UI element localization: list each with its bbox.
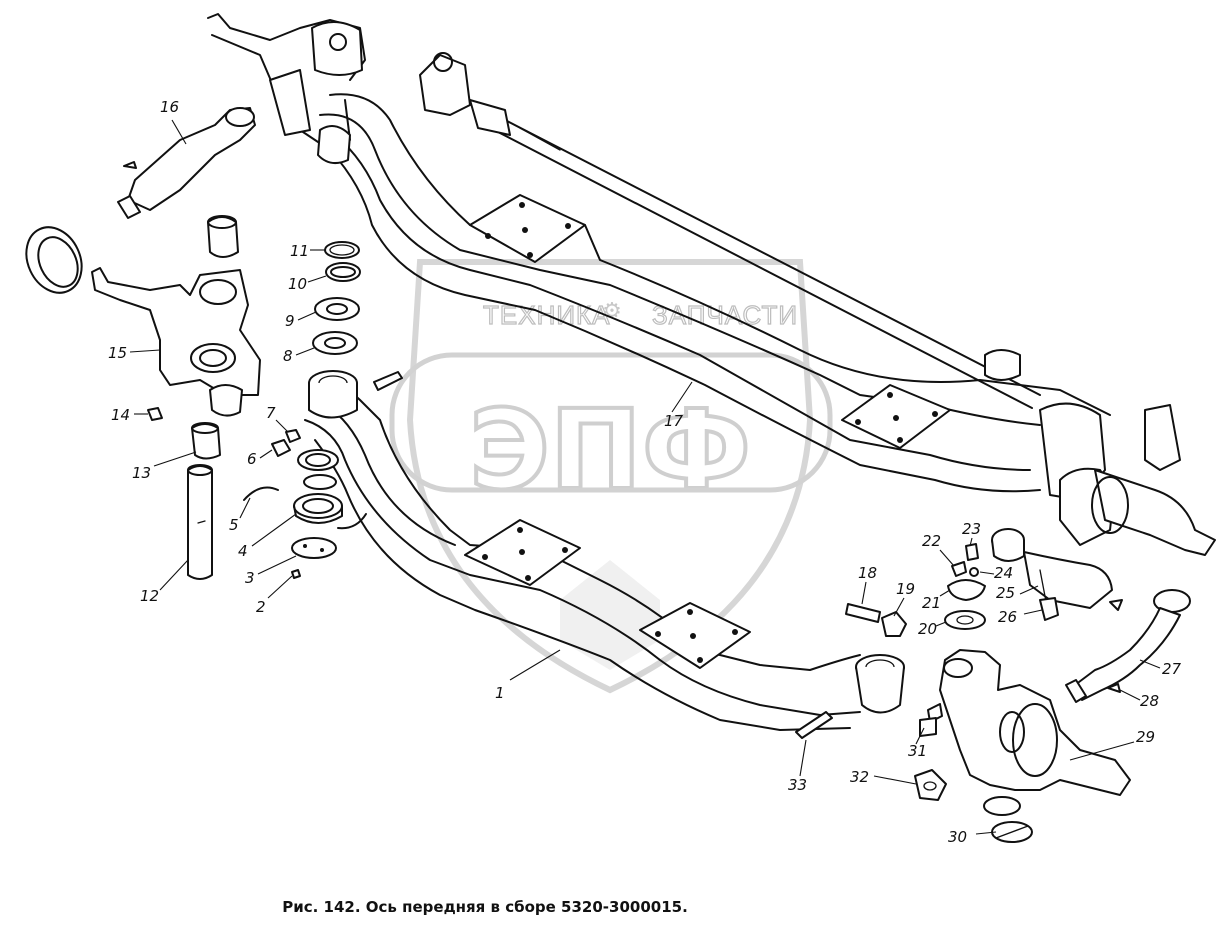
callout-5: 5 (229, 516, 239, 534)
callout-33: 33 (788, 776, 807, 794)
callout-31: 31 (908, 742, 927, 760)
callout-17: 17 (664, 412, 684, 430)
callout-11: 11 (290, 242, 309, 260)
callout-1: 1 (495, 684, 505, 702)
callout-23: 23 (962, 520, 981, 538)
callout-24: 24 (994, 564, 1013, 582)
callout-32: 32 (850, 768, 869, 786)
callout-8: 8 (283, 347, 293, 365)
callout-30: 30 (948, 828, 967, 846)
callout-25: 25 (996, 584, 1015, 602)
callout-7: 7 (266, 404, 276, 422)
assembled-axle (207, 13, 1216, 556)
callout-10: 10 (288, 275, 307, 293)
callout-6: 6 (247, 450, 257, 468)
callout-12: 12 (140, 587, 159, 605)
callout-28: 28 (1140, 692, 1159, 710)
callout-20: 20 (918, 620, 937, 638)
left-parts (25, 107, 403, 580)
right-parts (795, 528, 1191, 843)
callout-22: 22 (922, 532, 941, 550)
callout-9: 9 (285, 312, 295, 330)
axle-beam-exploded (304, 370, 905, 731)
callout-3: 3 (245, 569, 255, 587)
callout-2: 2 (256, 598, 266, 616)
figure-caption: Рис. 142. Ось передняя в сборе 5320-3000… (282, 898, 688, 916)
watermark-logo: ЭПФ (469, 386, 751, 514)
callout-29: 29 (1136, 728, 1155, 746)
callouts: 16 15 14 13 12 11 10 9 8 7 6 5 4 3 2 1 1… (108, 98, 1182, 846)
watermark-text-2: ЗАПЧАСТИ (652, 300, 798, 330)
callout-19: 19 (896, 580, 915, 598)
callout-18: 18 (858, 564, 877, 582)
callout-15: 15 (108, 344, 127, 362)
callout-4: 4 (238, 542, 248, 560)
callout-14: 14 (111, 406, 130, 424)
callout-26: 26 (998, 608, 1017, 626)
callout-16: 16 (160, 98, 179, 116)
watermark-gear-icon: ⚙ (602, 299, 622, 324)
callout-13: 13 (132, 464, 151, 482)
callout-21: 21 (922, 594, 941, 612)
callout-27: 27 (1162, 660, 1182, 678)
